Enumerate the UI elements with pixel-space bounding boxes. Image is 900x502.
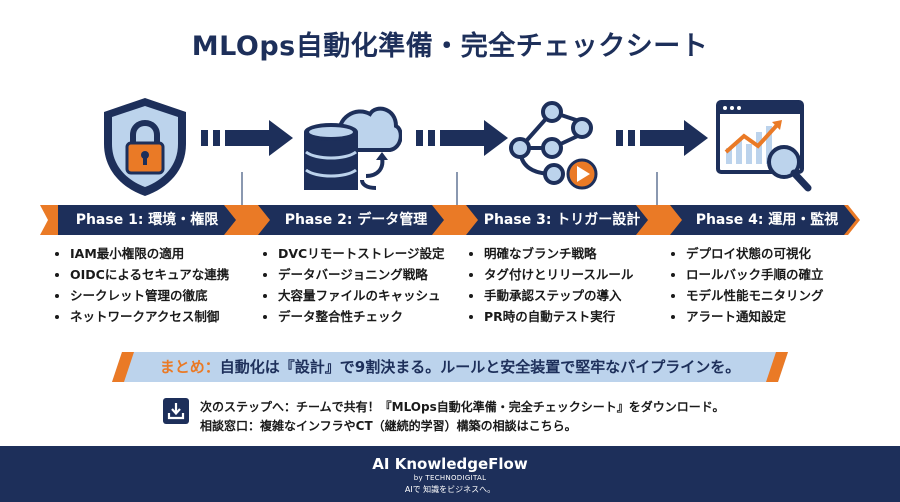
summary-banner xyxy=(112,352,788,382)
list-item: デプロイ状態の可視化 xyxy=(686,246,824,261)
connector-line xyxy=(456,172,458,216)
page-title: MLOps自動化準備・完全チェックシート xyxy=(191,31,709,62)
phase-1-label: Phase 1: 環境・権限 xyxy=(75,212,219,228)
phase-1-checklist: IAM最小権限の適用 OIDCによるセキュアな連携 シークレット管理の徹底 ネッ… xyxy=(54,246,229,330)
list-item: 手動承認ステップの導入 xyxy=(484,288,633,303)
summary-body: 自動化は『設計』で9割決まる。ルールと安全装置で堅牢なパイプラインを。 xyxy=(219,358,741,376)
list-item: PR時の自動テスト実行 xyxy=(484,309,633,324)
phase-4-checklist: デプロイ状態の可視化 ロールバック手順の確立 モデル性能モニタリング アラート通… xyxy=(670,246,824,330)
list-item: ネットワークアクセス制御 xyxy=(70,309,229,324)
connector-line xyxy=(241,172,243,216)
connector-line xyxy=(656,172,658,216)
list-item: データバージョニング戦略 xyxy=(278,267,444,282)
list-item: DVCリモートストレージ設定 xyxy=(278,246,444,261)
phase-2-label: Phase 2: データ管理 xyxy=(284,212,428,228)
list-item: データ整合性チェック xyxy=(278,309,444,324)
phase-4-label: Phase 4: 運用・監視 xyxy=(695,212,839,228)
brand-by: by TECHNODIGITAL xyxy=(413,474,487,482)
flow-arrow-icon xyxy=(201,120,293,156)
footer: AI KnowledgeFlow by TECHNODIGITAL AIで 知識… xyxy=(0,446,900,502)
summary-key: まとめ： xyxy=(159,358,220,376)
next-step-download-link[interactable]: 次のステップへ：チームで共有！『MLOps自動化準備・完全チェックシート』をダウ… xyxy=(200,400,725,414)
brand-name: AI KnowledgeFlow xyxy=(372,455,528,473)
list-item: アラート通知設定 xyxy=(686,309,824,324)
phase-2-checklist: DVCリモートストレージ設定 データバージョニング戦略 大容量ファイルのキャッシ… xyxy=(262,246,444,330)
flow-arrow-icon xyxy=(416,120,508,156)
list-item: IAM最小権限の適用 xyxy=(70,246,229,261)
list-item: 明確なブランチ戦略 xyxy=(484,246,633,261)
download-icon[interactable] xyxy=(163,398,189,424)
monitor-chart-icon xyxy=(716,100,812,192)
shield-lock-icon xyxy=(104,98,186,196)
consultation-link[interactable]: 相談窓口：複雑なインフラやCT（継続的学習）構築の相談はこちら。 xyxy=(200,419,577,433)
git-branch-play-icon xyxy=(509,101,598,190)
brand-tagline: AIで 知識をビジネスへ。 xyxy=(404,485,496,494)
summary-text: まとめ：自動化は『設計』で9割決まる。ルールと安全装置で堅牢なパイプラインを。 xyxy=(112,352,788,382)
list-item: ロールバック手順の確立 xyxy=(686,267,824,282)
database-cloud-icon xyxy=(304,106,402,190)
phase-3-checklist: 明確なブランチ戦略 タグ付けとリリースルール 手動承認ステップの導入 PR時の自… xyxy=(468,246,633,330)
list-item: タグ付けとリリースルール xyxy=(484,267,633,282)
list-item: シークレット管理の徹底 xyxy=(70,288,229,303)
list-item: OIDCによるセキュアな連携 xyxy=(70,267,229,282)
phase-banner xyxy=(40,205,860,235)
list-item: モデル性能モニタリング xyxy=(686,288,824,303)
list-item: 大容量ファイルのキャッシュ xyxy=(278,288,444,303)
flow-arrow-icon xyxy=(616,120,708,156)
phase-3-label: Phase 3: トリガー設計 xyxy=(483,212,641,228)
